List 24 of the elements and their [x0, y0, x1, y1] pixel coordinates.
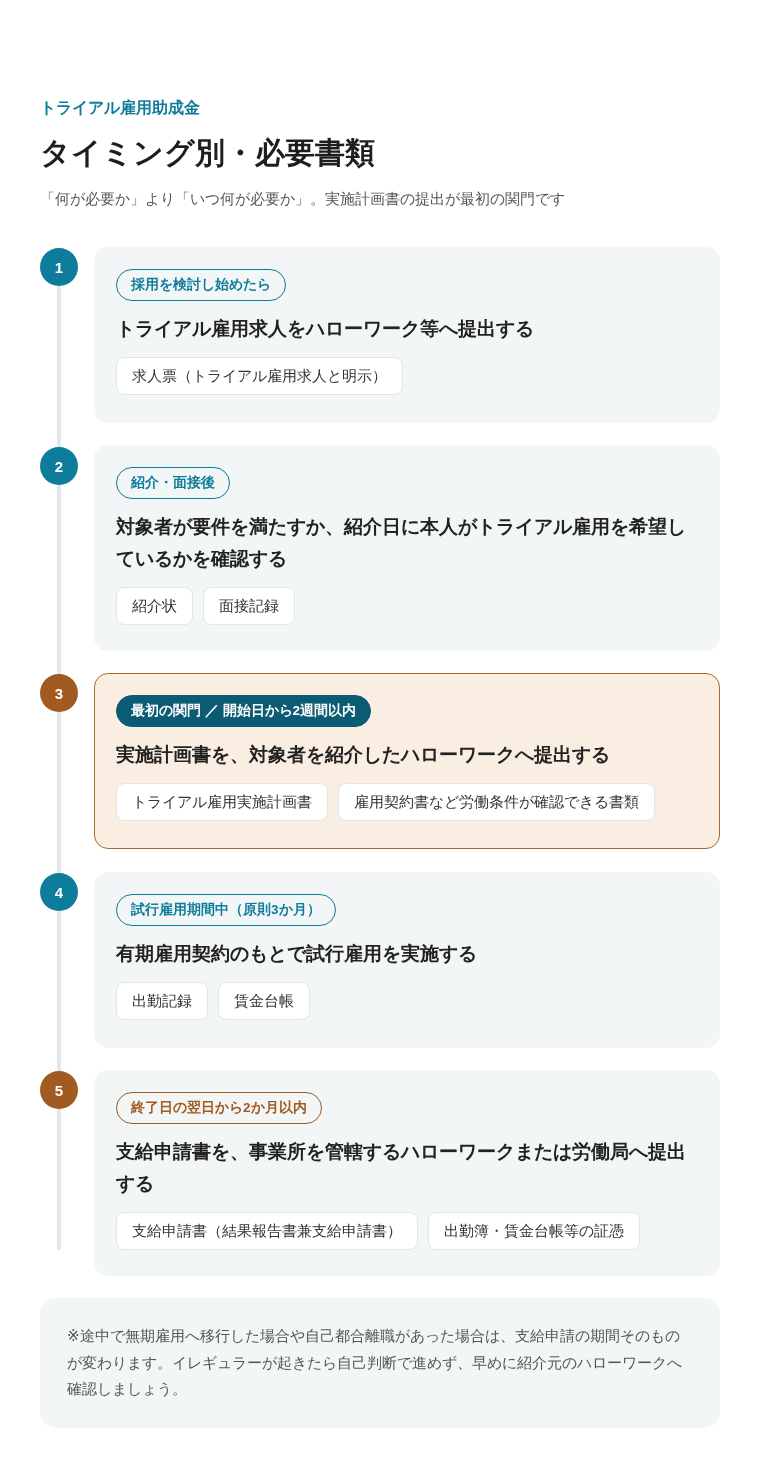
step-number-circle: 3: [40, 674, 78, 712]
document-tag: 紹介状: [116, 587, 193, 625]
document-tag: 賃金台帳: [218, 982, 310, 1020]
step-number-circle: 1: [40, 248, 78, 286]
step-number-circle: 2: [40, 447, 78, 485]
subtitle-text: 「何が必要か」より「いつ何が必要か」。実施計画書の提出が最初の関門です: [40, 189, 565, 209]
document-tag: トライアル雇用実施計画書: [116, 783, 328, 821]
eyebrow-text: トライアル雇用助成金: [40, 98, 200, 118]
step-heading: 対象者が要件を満たすか、紹介日に本人がトライアル雇用を希望しているかを確認する: [116, 515, 687, 571]
step-number-circle: 4: [40, 873, 78, 911]
timing-tag: 最初の関門 ／ 開始日から2週間以内: [116, 695, 371, 727]
document-tag: 出勤簿・賃金台帳等の証憑: [428, 1212, 640, 1250]
step-heading: 実施計画書を、対象者を紹介したハローワークへ提出する: [116, 743, 610, 767]
step-heading: トライアル雇用求人をハローワーク等へ提出する: [116, 317, 534, 341]
step-heading: 有期雇用契約のもとで試行雇用を実施する: [116, 942, 477, 966]
document-tag: 出勤記録: [116, 982, 208, 1020]
note-panel: ※途中で無期雇用へ移行した場合や自己都合離職があった場合は、支給申請の期間そのものが変わります。イレギュラーが起きたら自己判断で進めず、早めに紹介元のハローワークへ確認しましょう。: [40, 1298, 720, 1428]
document-tag: 支給申請書（結果報告書兼支給申請書）: [116, 1212, 418, 1250]
page-title: タイミング別・必要書類: [40, 135, 375, 171]
step-number-circle: 5: [40, 1071, 78, 1109]
document-tag: 面接記録: [203, 587, 295, 625]
document-tag: 求人票（トライアル雇用求人と明示）: [116, 357, 403, 395]
step-heading: 支給申請書を、事業所を管轄するハローワークまたは労働局へ提出する: [116, 1140, 687, 1196]
document-tag: 雇用契約書など労働条件が確認できる書類: [338, 783, 655, 821]
